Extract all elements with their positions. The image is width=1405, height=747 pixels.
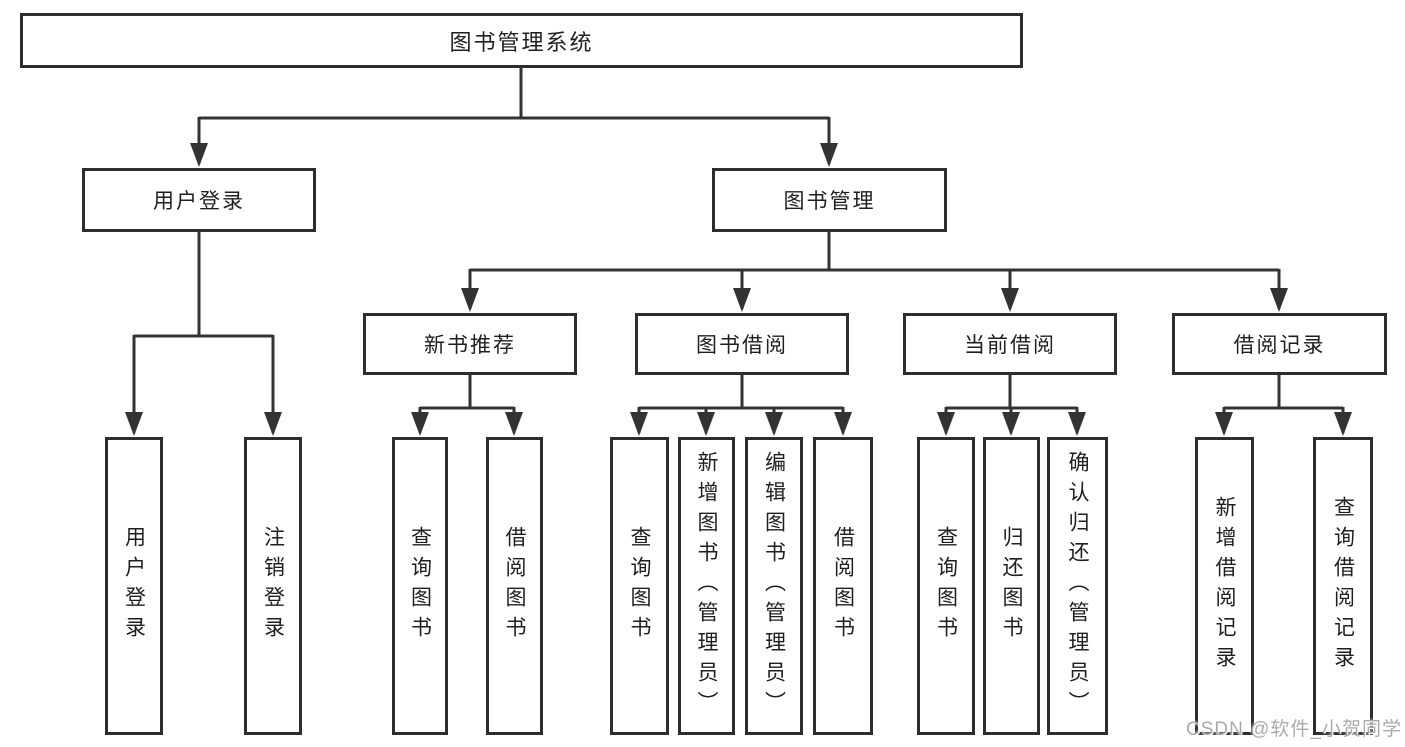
leaf-add-book-admin: 新增图书（管理员） bbox=[678, 437, 735, 735]
leaf-borrow-books-1-label: 借阅图书 bbox=[503, 526, 526, 646]
csdn-watermark: CSDN @软件_小贺同学 bbox=[1186, 719, 1402, 740]
leaf-edit-book-admin: 编辑图书（管理员） bbox=[745, 437, 803, 735]
node-user-login: 用户登录 bbox=[82, 168, 316, 232]
node-current-borrowing: 当前借阅 bbox=[903, 313, 1117, 375]
leaf-borrow-books-2-label: 借阅图书 bbox=[831, 526, 855, 646]
node-current-borrowing-label: 当前借阅 bbox=[964, 334, 1056, 357]
leaf-return-books: 归还图书 bbox=[983, 437, 1040, 735]
leaf-add-borrow-record: 新增借阅记录 bbox=[1195, 437, 1254, 735]
leaf-user-login-label: 用户登录 bbox=[122, 526, 146, 646]
leaf-query-borrow-record: 查询借阅记录 bbox=[1313, 437, 1373, 735]
node-borrow-records-label: 借阅记录 bbox=[1233, 334, 1326, 357]
leaf-query-books-2: 查询图书 bbox=[610, 437, 669, 735]
node-book-borrowing-label: 图书借阅 bbox=[696, 334, 788, 357]
node-borrow-records: 借阅记录 bbox=[1172, 313, 1387, 375]
leaf-borrow-books-2: 借阅图书 bbox=[813, 437, 873, 735]
connectors-new-book-recommend bbox=[411, 375, 523, 436]
node-root: 图书管理系统 bbox=[20, 13, 1023, 68]
leaf-confirm-return-admin: 确认归还（管理员） bbox=[1047, 437, 1108, 735]
node-book-borrowing: 图书借阅 bbox=[635, 313, 849, 375]
leaf-edit-book-admin-label: 编辑图书（管理员） bbox=[762, 451, 786, 721]
leaf-confirm-return-admin-label: 确认归还（管理员） bbox=[1066, 451, 1089, 721]
connectors-user-login bbox=[125, 232, 282, 436]
node-new-book-recommend: 新书推荐 bbox=[363, 313, 577, 375]
node-user-login-label: 用户登录 bbox=[153, 190, 245, 213]
connectors-book-borrowing bbox=[630, 375, 852, 436]
leaf-logout: 注销登录 bbox=[244, 437, 302, 735]
node-new-book-recommend-label: 新书推荐 bbox=[424, 334, 516, 357]
leaf-add-borrow-record-label: 新增借阅记录 bbox=[1213, 496, 1236, 676]
connectors-root bbox=[190, 68, 838, 167]
node-root-label: 图书管理系统 bbox=[449, 29, 594, 55]
connectors-book-management bbox=[461, 232, 1288, 312]
connectors-borrow-records bbox=[1215, 375, 1352, 436]
node-book-management: 图书管理 bbox=[712, 168, 947, 232]
node-book-management-label: 图书管理 bbox=[783, 190, 876, 213]
leaf-return-books-label: 归还图书 bbox=[1000, 526, 1023, 646]
leaf-query-books-2-label: 查询图书 bbox=[628, 526, 651, 646]
leaf-query-borrow-record-label: 查询借阅记录 bbox=[1331, 496, 1355, 676]
leaf-borrow-books-1: 借阅图书 bbox=[486, 437, 543, 735]
leaf-query-books-1: 查询图书 bbox=[392, 437, 448, 735]
leaf-query-books-1-label: 查询图书 bbox=[408, 526, 432, 646]
leaf-query-books-3-label: 查询图书 bbox=[934, 526, 958, 646]
leaf-add-book-admin-label: 新增图书（管理员） bbox=[695, 451, 718, 721]
leaf-user-login: 用户登录 bbox=[105, 437, 163, 735]
leaf-logout-label: 注销登录 bbox=[261, 526, 285, 646]
connectors-current-borrowing bbox=[937, 375, 1086, 436]
leaf-query-books-3: 查询图书 bbox=[917, 437, 975, 735]
